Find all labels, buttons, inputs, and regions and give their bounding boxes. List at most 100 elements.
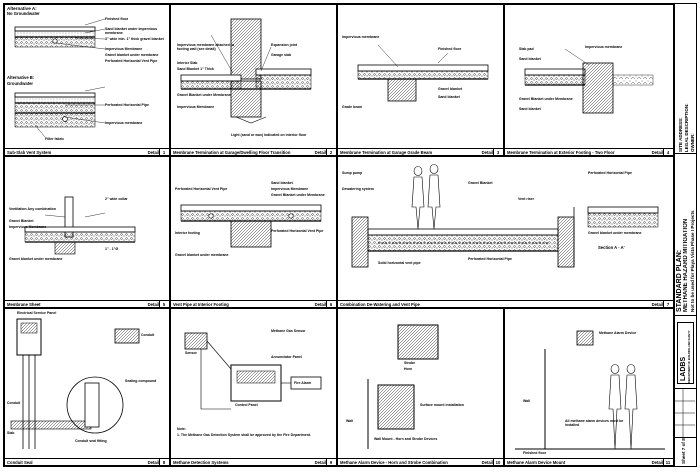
- detail-11-note-2: Finished floor: [523, 451, 547, 455]
- detail-4-note-4: Sand blanket: [519, 107, 541, 111]
- detail-5-note-2: Impervious Membrane: [9, 225, 47, 229]
- detail-11-note-3: All methane alarm devices must be instal…: [565, 419, 624, 427]
- detail-1-note-5: Perforated Horizontal Vent Pipe: [105, 59, 158, 63]
- detail-3-note-0: Impervious membrane: [342, 35, 380, 39]
- detail-11-cell: Methane Alarm Device Wall Finished floor…: [504, 308, 674, 466]
- detail-1-note-1: Sand blanket under impervious membrane: [105, 27, 158, 35]
- detail-1-note-2: 3" wide min. 1" thick gravel blanket: [105, 37, 164, 41]
- detail-7-note-2: Vent riser: [518, 197, 534, 201]
- detail-4-drawing: [524, 48, 654, 114]
- detail-1-label-b: Alternative B:: [7, 75, 35, 80]
- detail-3-note-1: Grade beam: [342, 105, 363, 109]
- detail-9-cell: Sensor Methane Gas Sensor Annunciator Pa…: [170, 308, 337, 466]
- detail-2-note-1: Interior Slab: [177, 61, 198, 65]
- detail-10-note-3: Surface mount installation: [420, 403, 464, 407]
- revision-section: [675, 388, 696, 438]
- detail-8-note-0: Electrical Service Panel: [17, 311, 57, 315]
- detail-7-cell: Sump pump Dewatering system Vent riser G…: [337, 156, 674, 308]
- detail-5-note-1: Gravel Blanket: [9, 219, 34, 223]
- detail-4-note-3: Gravel Blanket under Membrane: [519, 97, 573, 101]
- detail-2-drawing: [180, 18, 312, 124]
- detail-2-note-0: Impervious membrane attached to footing …: [177, 43, 234, 51]
- detail-6-note-0: Perforated Horizontal Vent Pipe: [175, 187, 228, 191]
- detail-3-drawing: [357, 44, 489, 102]
- detail-8-note-3: Slab: [7, 431, 15, 435]
- detail-7-note-3: Gravel Blanket: [468, 181, 493, 185]
- detail-8-note-5: Conduit: [141, 333, 155, 337]
- detail-5-cell: Ventilation Any combination Gravel Blank…: [4, 156, 170, 308]
- detail-7-note-6: Perforated Horizontal Pipe: [588, 171, 632, 175]
- detail-1-note-4: Gravel blanket under membrane: [105, 53, 159, 57]
- detail-1-note-7: Impervious membrane: [105, 121, 143, 125]
- detail-2-cell: Impervious membrane attached to footing …: [170, 4, 337, 156]
- detail-10-drawing: [367, 324, 439, 449]
- detail-6-note-2: Impervious Membrane: [271, 187, 309, 191]
- detail-9-note-2: Annunciator Panel: [271, 355, 302, 359]
- detail-6-drawing: [180, 204, 322, 248]
- detail-2-caption: Membrane Termination at Garage/Dwelling …: [171, 148, 336, 155]
- detail-10-note-4: Wall Mount - Horn and Strobe Devices: [374, 437, 438, 441]
- detail-4-note-1: Impervious membrane: [585, 45, 623, 49]
- detail-3-cell: Impervious membrane Grade beam Finished …: [337, 4, 504, 156]
- legal-description-label: LEGAL DESCRIPTION:: [684, 103, 689, 152]
- detail-6-note-3: Gravel Blanket under Membrane: [271, 193, 325, 197]
- detail-5-note-0: Ventilation Any combination: [9, 207, 56, 211]
- detail-3-note-2: Finished floor: [438, 47, 462, 51]
- detail-8-note-4: Conduit seal fitting: [75, 439, 107, 443]
- detail-9-drawing: [184, 332, 322, 410]
- detail-1-label-a: Alternative A:: [7, 6, 37, 11]
- logo-subtext: DEPARTMENT OF BUILDING AND SAFETY: [688, 330, 691, 383]
- detail-2-note-5: Expansion joint: [271, 43, 298, 47]
- detail-11-note-1: Wall: [523, 399, 531, 403]
- detail-1-drawing: [14, 18, 106, 138]
- detail-9-note-0: Sensor: [185, 351, 197, 355]
- detail-1-note-3: Impervious Membrane: [105, 47, 143, 51]
- detail-1-cell: Alternative A: No Groundwater: [4, 4, 170, 156]
- detail-9-note-5: Note:: [177, 427, 186, 431]
- ladbs-logo: LADBS DEPARTMENT OF BUILDING AND SAFETY: [677, 322, 694, 384]
- detail-4-note-2: Sand blanket: [519, 57, 541, 61]
- site-info-section: SITE ADDRESS: LEGAL DESCRIPTION: OWNER:: [675, 4, 696, 154]
- detail-7-drawing: [351, 164, 659, 268]
- plan-title: STANDARD PLAN:: [676, 249, 683, 312]
- detail-3-caption: Membrane Termination at Garage Grade Bea…: [338, 148, 503, 155]
- detail-5-note-5: 1" - 1"Ø: [105, 247, 119, 251]
- detail-1-label-a2: No Groundwater: [7, 11, 40, 16]
- detail-7-note-1: Dewatering system: [342, 187, 374, 191]
- drawing-sheet: Alternative A: No Groundwater: [3, 3, 697, 467]
- detail-2-note-3: Gravel Blanket under Membrane: [177, 93, 231, 97]
- detail-6-note-6: Gravel blanket under membrane: [175, 253, 229, 257]
- detail-5-note-3: 2" wide collar: [105, 197, 128, 201]
- detail-11-drawing: [515, 330, 665, 450]
- detail-2-note-7: Light (sand or wax) indicated on interio…: [231, 133, 307, 137]
- detail-6-note-1: Sand blanket: [271, 181, 293, 185]
- detail-7-note-7: Gravel blanket under membrane: [588, 231, 642, 235]
- detail-2-note-2: Sand Blanket 1" Thick: [177, 67, 214, 71]
- detail-6-cell: Perforated Horizontal Vent Pipe Sand bla…: [170, 156, 337, 308]
- detail-10-note-2: Wall: [346, 419, 354, 423]
- detail-10-note-1: Horn: [404, 367, 413, 371]
- detail-2-note-4: Impervious Membrane: [177, 105, 215, 109]
- detail-1-note-6: Perforated Horizontal Pipe: [105, 103, 149, 107]
- detail-7-section: Section A - A': [598, 245, 625, 250]
- sheet-number: Sheet 7 of 8: [681, 438, 686, 464]
- detail-7-note-4: Perforated Horizontal Pipe: [468, 257, 512, 261]
- detail-8-drawing: [10, 318, 140, 449]
- detail-1-label-b2: Groundwater: [7, 81, 34, 86]
- detail-10-cell: Strobe Horn Wall Surface mount installat…: [337, 308, 504, 466]
- plan-subtitle: METHANE HAZARD MITIGATION: [683, 218, 689, 312]
- detail-1-note-0: Finished floor: [105, 17, 129, 21]
- detail-3-note-3: Gravel blanket: [438, 87, 463, 91]
- detail-4-note-0: Slab pad: [519, 47, 534, 51]
- detail-9-note-3: Fire Alarm: [294, 381, 312, 385]
- detail-10-caption: Methane Alarm Device - Horn and Strobe C…: [338, 458, 503, 465]
- detail-9-note-4: Control Panel: [235, 403, 258, 407]
- detail-8-note-1: Conduit: [7, 401, 21, 405]
